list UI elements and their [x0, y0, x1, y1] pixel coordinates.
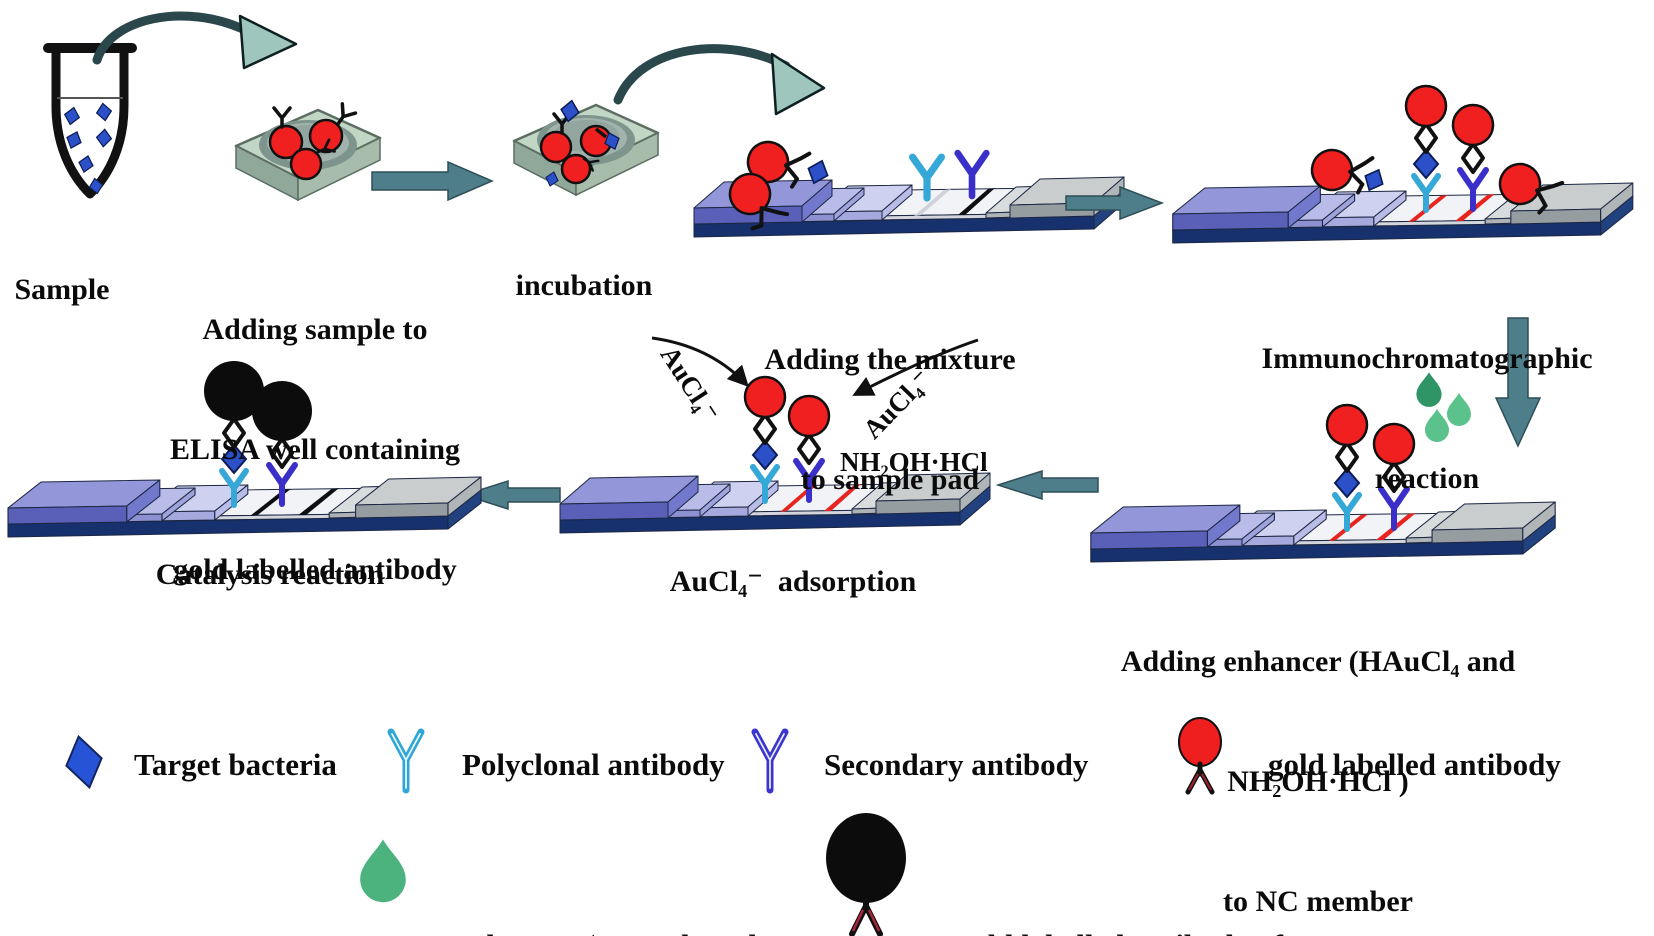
label-line: Adding enhancer (HAuCl₄ and	[1120, 645, 1516, 678]
control-line	[958, 188, 995, 215]
legend-secondary-label: Secondary antibody	[824, 747, 1089, 782]
target-bacteria-icon	[1359, 164, 1389, 196]
label-line: Adding sample to	[202, 313, 428, 346]
gold-antibody-on-control-line	[1453, 105, 1493, 209]
lateral-flow-strip-reaction	[1172, 182, 1634, 244]
label-line: NH₂OH·HCl )	[1227, 765, 1409, 798]
secondary-antibody-icon	[751, 728, 789, 794]
control-line	[824, 484, 861, 511]
label-line: reaction	[1374, 462, 1480, 495]
step-adsorption-label: AuCl₄⁻ adsorption	[669, 565, 917, 598]
annotation-arrow-icon	[651, 336, 749, 388]
incubation-well-icon	[512, 98, 660, 197]
amplified-gold-antibody-icon	[826, 813, 906, 936]
curved-arrow-icon	[613, 44, 826, 116]
label-line: to sample pad	[800, 463, 980, 496]
legend-amplified-label: Gold labelled antibody after signal ampl…	[948, 846, 1368, 936]
legend-enhancer-label: enhancer (HAuCl₄ and NH₂OH·HCl )	[418, 846, 794, 936]
legend-target-bacteria-label: Target bacteria	[134, 747, 337, 782]
lateral-flow-strip-mixture	[693, 176, 1125, 238]
step-adding-enhancer-label: Adding enhancer (HAuCl₄ and NH₂OH·HCl ) …	[1096, 562, 1540, 936]
step-adding-sample-label: Adding sample to ELISA well containing g…	[125, 230, 505, 630]
sample-label: Sample	[14, 273, 110, 306]
control-line	[298, 488, 340, 515]
down-arrow-icon	[1494, 317, 1542, 448]
enhancer-droplet-icon	[360, 839, 406, 903]
step-catalysis-label: Catalysis reaction	[155, 558, 385, 591]
annotation-arrow-icon	[852, 338, 979, 396]
left-arrow-icon	[461, 479, 561, 511]
sample-tube-icon	[43, 43, 137, 199]
right-arrow-icon	[371, 160, 494, 202]
gold-antibody-on-test-line	[1406, 86, 1446, 210]
label-line: to NC member	[1223, 885, 1413, 918]
target-bacteria-icon	[65, 734, 103, 790]
elisa-well-icon	[234, 102, 382, 202]
legend-gold-antibody-label: gold labelled antibody	[1268, 747, 1561, 782]
label-line: Adding the mixture	[764, 343, 1016, 376]
step-adding-mixture-label: Adding the mixture to sample pad	[730, 260, 1050, 540]
curved-arrow-icon	[92, 11, 298, 70]
gold-labelled-antibody-icon	[1178, 717, 1222, 795]
label-line: gold labelled antibody	[173, 553, 457, 586]
polyclonal-antibody-icon	[387, 728, 425, 794]
left-arrow-icon	[995, 469, 1099, 501]
label-line: enhancer (HAuCl₄ and	[418, 926, 794, 936]
label-line: Immunochromatographic	[1261, 342, 1593, 375]
step-incubation-label: incubation	[515, 269, 653, 302]
nh2oh-annotation: NH₂OH·HCl	[840, 447, 988, 477]
label-line: ELISA well containing	[169, 433, 461, 466]
step-immunochromatographic-label: Immunochromatographic reaction	[1232, 259, 1622, 539]
label-line: Gold labelled antibody after	[948, 926, 1368, 936]
legend-polyclonal-label: Polyclonal antibody	[462, 747, 725, 782]
right-arrow-icon	[1065, 185, 1165, 221]
test-line	[914, 189, 951, 216]
